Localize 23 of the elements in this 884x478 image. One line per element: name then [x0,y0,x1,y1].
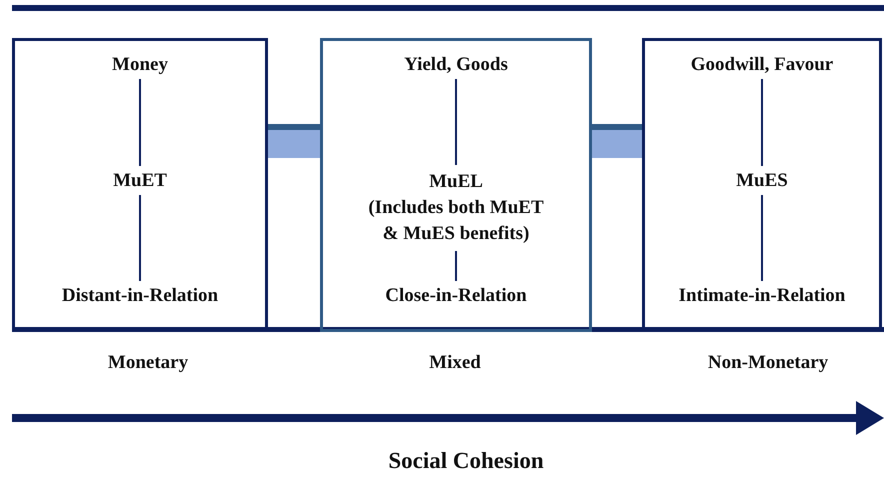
node-text: Intimate-in-Relation [645,284,879,308]
node-text: Yield, Goods [323,53,589,77]
node-text: Goodwill, Favour [645,53,879,77]
connector-line [761,79,763,166]
category-label: Non-Monetary [708,352,828,374]
category-label: Monetary [108,352,188,374]
panel-box [320,38,592,332]
connector-line [761,195,763,281]
connector-bar [590,124,644,158]
axis-label: Social Cohesion [388,448,544,474]
node-text: Distant-in-Relation [15,284,265,308]
category-label: Mixed [429,352,481,374]
connector-line [139,195,141,281]
connector-bar [266,124,322,158]
node-text: MuES [645,169,879,193]
node-text: Money [15,53,265,77]
connector-line [139,79,141,166]
node-text: MuET [15,169,265,193]
node-text: Close-in-Relation [323,284,589,308]
node-note: (Includes both MuET & MuES benefits) [367,196,545,246]
node-text: MuEL [428,170,484,194]
connector-line [455,251,457,281]
connector-line [455,79,457,165]
